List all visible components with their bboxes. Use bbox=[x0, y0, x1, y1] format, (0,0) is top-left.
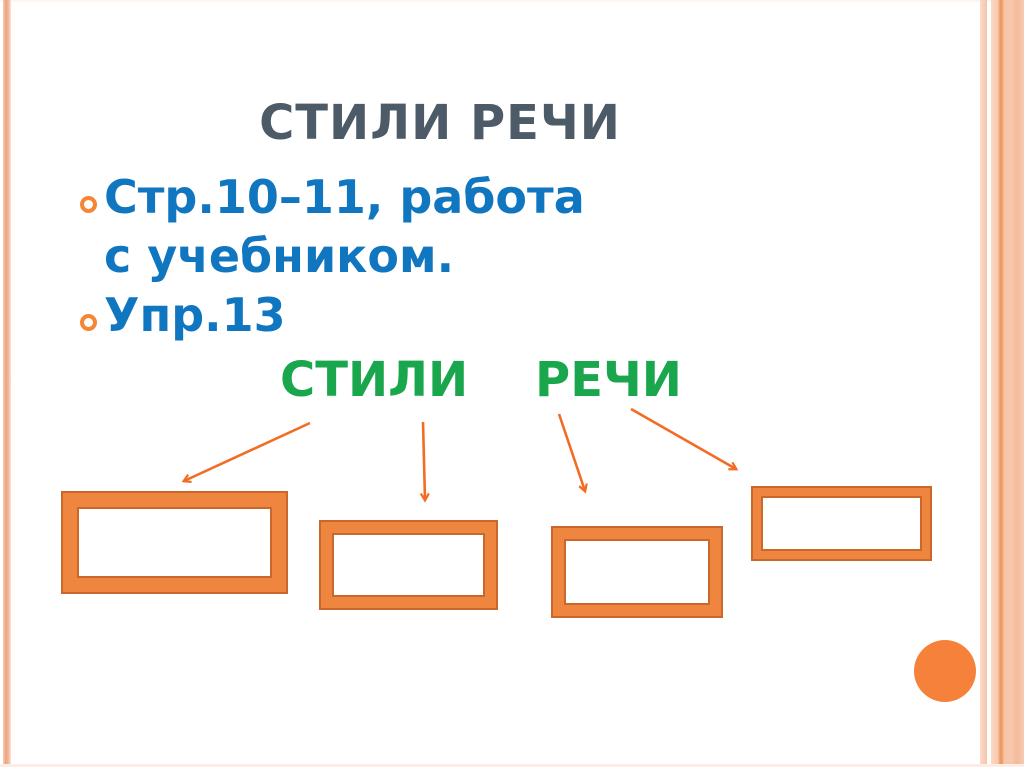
top-edge-strip bbox=[0, 0, 1024, 2]
style-box-1-content bbox=[77, 507, 272, 578]
bullet-ring-icon bbox=[80, 314, 97, 331]
style-box-4 bbox=[751, 486, 932, 561]
bullet-ring-icon bbox=[80, 196, 97, 213]
page-title: СТИЛИ РЕЧИ bbox=[259, 95, 621, 151]
right-decor-stripe-thin bbox=[980, 0, 987, 767]
arrow-down-left-icon bbox=[181, 421, 311, 484]
right-decor-stripe-band bbox=[991, 0, 1024, 767]
style-box-1 bbox=[61, 491, 288, 594]
style-box-4-content bbox=[761, 496, 922, 551]
diagram-heading: СТИЛИ РЕЧИ bbox=[280, 352, 682, 408]
arrow-down-right-icon bbox=[630, 407, 739, 471]
bullet-text: Стр.10–11, работа с учебником. bbox=[104, 170, 585, 283]
left-decor-stripe bbox=[3, 0, 11, 767]
bullet-text: Упр.13 bbox=[104, 288, 286, 342]
style-box-2-content bbox=[332, 533, 485, 597]
style-box-3 bbox=[551, 526, 723, 618]
style-box-2 bbox=[319, 520, 498, 610]
style-box-3-content bbox=[564, 539, 710, 605]
list-item: Стр.10–11, работа с учебником. bbox=[80, 168, 620, 286]
bottom-edge-strip bbox=[0, 764, 1024, 767]
arrow-down-icon bbox=[419, 421, 430, 503]
bullet-list: Стр.10–11, работа с учебником. Упр.13 bbox=[80, 168, 620, 345]
orange-circle-decor bbox=[914, 640, 976, 702]
arrow-down-icon bbox=[557, 413, 588, 494]
list-item: Упр.13 bbox=[80, 286, 620, 345]
